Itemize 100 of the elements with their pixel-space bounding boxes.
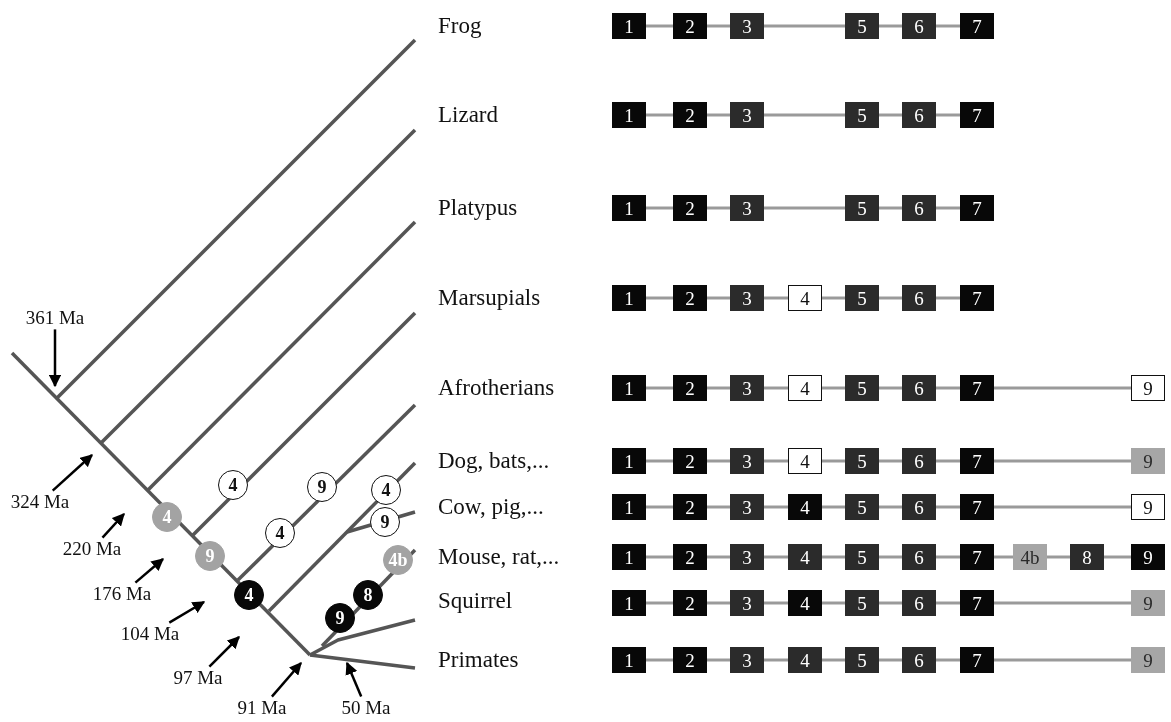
exon-box: 6 <box>902 494 936 520</box>
intron-line <box>879 296 902 300</box>
exon-box: 4 <box>788 285 822 311</box>
intron-line <box>822 658 845 662</box>
exon-box: 2 <box>673 448 707 474</box>
exon-box: 3 <box>730 195 764 221</box>
exon-box: 1 <box>612 494 646 520</box>
exon-box: 5 <box>845 375 879 401</box>
intron-line <box>646 555 673 559</box>
species-name: Frog <box>438 13 482 39</box>
exon-gain-circle: 4 <box>234 580 264 610</box>
intron-line <box>994 386 1131 390</box>
exon-box: 3 <box>730 102 764 128</box>
species-name: Cow, pig,... <box>438 494 544 520</box>
exon-box: 7 <box>960 13 994 39</box>
intron-line <box>994 658 1131 662</box>
exon-box: 8 <box>1070 544 1104 570</box>
exon-box: 2 <box>673 13 707 39</box>
intron-line <box>994 601 1131 605</box>
intron-line <box>707 505 730 509</box>
intron-line <box>936 206 960 210</box>
date-label: 176 Ma <box>92 583 152 605</box>
species-name: Afrotherians <box>438 375 555 401</box>
exon-box: 7 <box>960 494 994 520</box>
intron-line <box>764 601 788 605</box>
intron-line <box>822 459 845 463</box>
intron-line <box>994 459 1131 463</box>
intron-line <box>994 505 1131 509</box>
exon-box: 6 <box>902 544 936 570</box>
intron-line <box>764 24 845 28</box>
intron-line <box>646 24 673 28</box>
species-name: Lizard <box>438 102 498 128</box>
intron-line <box>879 24 902 28</box>
exon-box: 5 <box>845 494 879 520</box>
intron-line <box>1104 555 1131 559</box>
exon-gain-circle: 8 <box>353 580 383 610</box>
intron-line <box>764 555 788 559</box>
exon-gain-circle: 4 <box>218 470 248 500</box>
exon-box: 1 <box>612 102 646 128</box>
species-name: Squirrel <box>438 588 513 614</box>
exon-box: 4 <box>788 494 822 520</box>
date-label: 220 Ma <box>62 538 122 560</box>
exon-box: 5 <box>845 195 879 221</box>
intron-line <box>936 24 960 28</box>
exon-box: 3 <box>730 375 764 401</box>
species-name: Primates <box>438 647 519 673</box>
exon-gain-circle: 4b <box>383 545 413 575</box>
exon-box: 2 <box>673 494 707 520</box>
exon-box: 3 <box>730 494 764 520</box>
exon-box: 2 <box>673 647 707 673</box>
exon-box: 7 <box>960 195 994 221</box>
exon-box: 2 <box>673 102 707 128</box>
intron-line <box>646 505 673 509</box>
exon-box: 7 <box>960 102 994 128</box>
exon-box: 5 <box>845 544 879 570</box>
exon-box: 3 <box>730 13 764 39</box>
intron-line <box>707 113 730 117</box>
exon-box: 7 <box>960 285 994 311</box>
exon-box: 9 <box>1131 448 1165 474</box>
intron-line <box>879 386 902 390</box>
exon-box: 9 <box>1131 375 1165 401</box>
exon-box: 5 <box>845 13 879 39</box>
intron-line <box>936 113 960 117</box>
pointer-arrow <box>48 329 62 388</box>
exon-box: 4 <box>788 590 822 616</box>
pointer-arrow <box>208 636 240 668</box>
exon-box: 2 <box>673 375 707 401</box>
exon-box: 6 <box>902 102 936 128</box>
date-label: 50 Ma <box>341 697 391 719</box>
intron-line <box>707 386 730 390</box>
species-name: Platypus <box>438 195 518 221</box>
exon-box: 6 <box>902 448 936 474</box>
intron-line <box>1047 555 1070 559</box>
intron-line <box>707 296 730 300</box>
intron-line <box>936 505 960 509</box>
intron-line <box>879 113 902 117</box>
intron-line <box>764 206 845 210</box>
intron-line <box>879 658 902 662</box>
exon-box: 3 <box>730 590 764 616</box>
exon-gain-circle: 4 <box>371 475 401 505</box>
exon-box: 1 <box>612 590 646 616</box>
intron-line <box>822 505 845 509</box>
date-label: 324 Ma <box>10 491 70 513</box>
exon-box: 4b <box>1013 544 1047 570</box>
exon-box: 6 <box>902 13 936 39</box>
intron-line <box>764 459 788 463</box>
intron-line <box>646 386 673 390</box>
exon-box: 1 <box>612 375 646 401</box>
intron-line <box>822 601 845 605</box>
intron-line <box>822 296 845 300</box>
exon-gain-circle: 4 <box>152 502 182 532</box>
species-name: Marsupials <box>438 285 541 311</box>
exon-box: 1 <box>612 285 646 311</box>
intron-line <box>936 658 960 662</box>
intron-line <box>646 206 673 210</box>
exon-box: 2 <box>673 195 707 221</box>
intron-line <box>936 386 960 390</box>
exon-box: 7 <box>960 544 994 570</box>
intron-line <box>707 206 730 210</box>
pointer-arrow <box>270 662 302 698</box>
